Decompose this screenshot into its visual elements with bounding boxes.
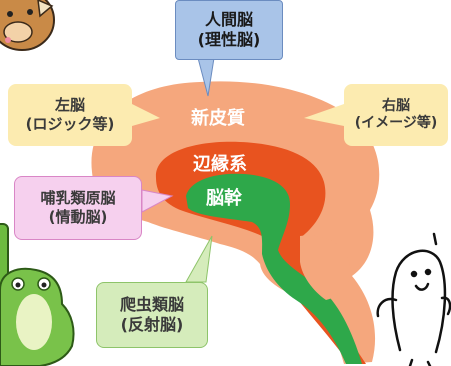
mammal-callout-tail — [141, 189, 174, 213]
reptile-brain-label: 爬虫類脳 — [119, 295, 184, 314]
doodle-character — [376, 232, 451, 366]
human-brain-sublabel: (理性脳) — [197, 30, 261, 49]
mammal-brain-label: 哺乳類原脳 — [40, 189, 116, 208]
left-brain-callout: 左脳 (ロジック等) — [8, 84, 132, 146]
right-callout-tail — [304, 104, 344, 126]
crocodile-character — [0, 223, 75, 366]
cow-character — [0, 0, 55, 51]
brainstem-label: 脳幹 — [206, 188, 242, 209]
reptile-brain-sublabel: (反射脳) — [120, 315, 184, 334]
reptile-brain-callout: 爬虫類脳 (反射脳) — [96, 282, 208, 348]
mammal-brain-callout: 哺乳類原脳 (情動脳) — [14, 176, 142, 240]
human-brain-label: 人間脳 — [204, 10, 253, 29]
cerebellum-shape — [300, 235, 351, 300]
left-callout-tail — [132, 104, 160, 126]
right-brain-callout: 右脳 (イメージ等) — [344, 84, 448, 146]
brainstem-shape — [186, 173, 362, 364]
human-brain-callout: 人間脳 (理性脳) — [175, 0, 283, 60]
mammal-brain-sublabel: (情動脳) — [48, 208, 108, 226]
limbic-label: 辺縁系 — [193, 154, 247, 175]
right-brain-label: 右脳 — [382, 97, 410, 114]
right-brain-sublabel: (イメージ等) — [354, 115, 438, 131]
neocortex-label: 新皮質 — [191, 108, 245, 129]
left-brain-sublabel: (ロジック等) — [25, 115, 115, 133]
left-brain-label: 左脳 — [54, 96, 85, 115]
reptile-callout-tail — [185, 235, 213, 283]
